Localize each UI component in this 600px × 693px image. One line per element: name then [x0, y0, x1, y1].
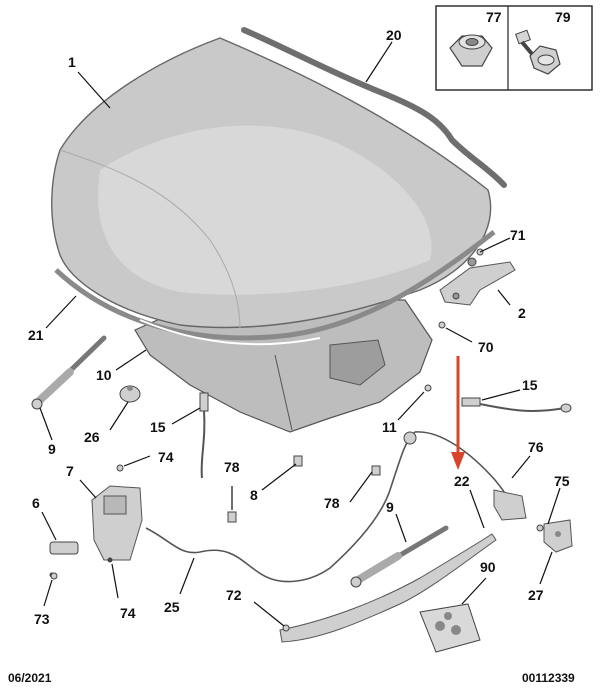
release-cable-25: [145, 431, 516, 583]
label-11: 11: [382, 419, 397, 435]
latch-27: [543, 519, 573, 553]
front-seal-21: [54, 230, 496, 341]
label-70: 70: [478, 339, 494, 355]
fixing-kit-90: [419, 603, 481, 653]
hood-seal-20: [241, 27, 507, 188]
footer-date: 06/2021: [8, 671, 52, 685]
label-1: 1: [68, 54, 76, 70]
latch-bracket-7: [91, 465, 143, 563]
label-9-left: 9: [48, 441, 56, 457]
label-15-right: 15: [522, 377, 538, 393]
direction-arrow: [451, 356, 465, 470]
label-7: 7: [66, 463, 74, 479]
footer-ref: 00112339: [522, 671, 575, 685]
label-21: 21: [28, 327, 44, 343]
label-73: 73: [34, 611, 50, 627]
label-2: 2: [518, 305, 526, 321]
label-75: 75: [554, 473, 570, 489]
gas-strut-9-left: [31, 335, 107, 410]
nut-77-icon: [449, 34, 493, 67]
hinge-2: [439, 257, 516, 306]
buffer-26: [119, 385, 141, 403]
screw-79-icon: [515, 29, 561, 75]
prop-stay-6: [49, 541, 79, 578]
hood-panel-1: [51, 37, 492, 329]
label-15-left: 15: [150, 419, 166, 435]
label-79: 79: [555, 9, 571, 25]
fastener-inset: 77 79: [435, 5, 593, 91]
label-26: 26: [84, 429, 100, 445]
label-71: 71: [510, 227, 526, 243]
label-27: 27: [528, 587, 544, 603]
label-76: 76: [528, 439, 544, 455]
sensor-15-left: [199, 392, 209, 479]
gas-strut-9-right: [350, 525, 449, 588]
label-9-right: 9: [386, 499, 394, 515]
label-8: 8: [250, 487, 258, 503]
label-10: 10: [96, 367, 112, 383]
label-77: 77: [486, 9, 502, 25]
leader-lines: [39, 41, 561, 627]
label-20: 20: [386, 27, 402, 43]
label-74-bottom: 74: [120, 605, 136, 621]
fasteners: [50, 248, 544, 632]
label-78-left: 78: [224, 459, 240, 475]
label-72: 72: [226, 587, 242, 603]
latch-76: [493, 489, 527, 521]
trim-strip-22: [279, 533, 497, 643]
label-90: 90: [480, 559, 496, 575]
label-74-top: 74: [158, 449, 174, 465]
label-22: 22: [454, 473, 470, 489]
label-78-right: 78: [324, 495, 340, 511]
label-25: 25: [164, 599, 180, 615]
label-6: 6: [32, 495, 40, 511]
sensor-15-right: [461, 397, 572, 413]
